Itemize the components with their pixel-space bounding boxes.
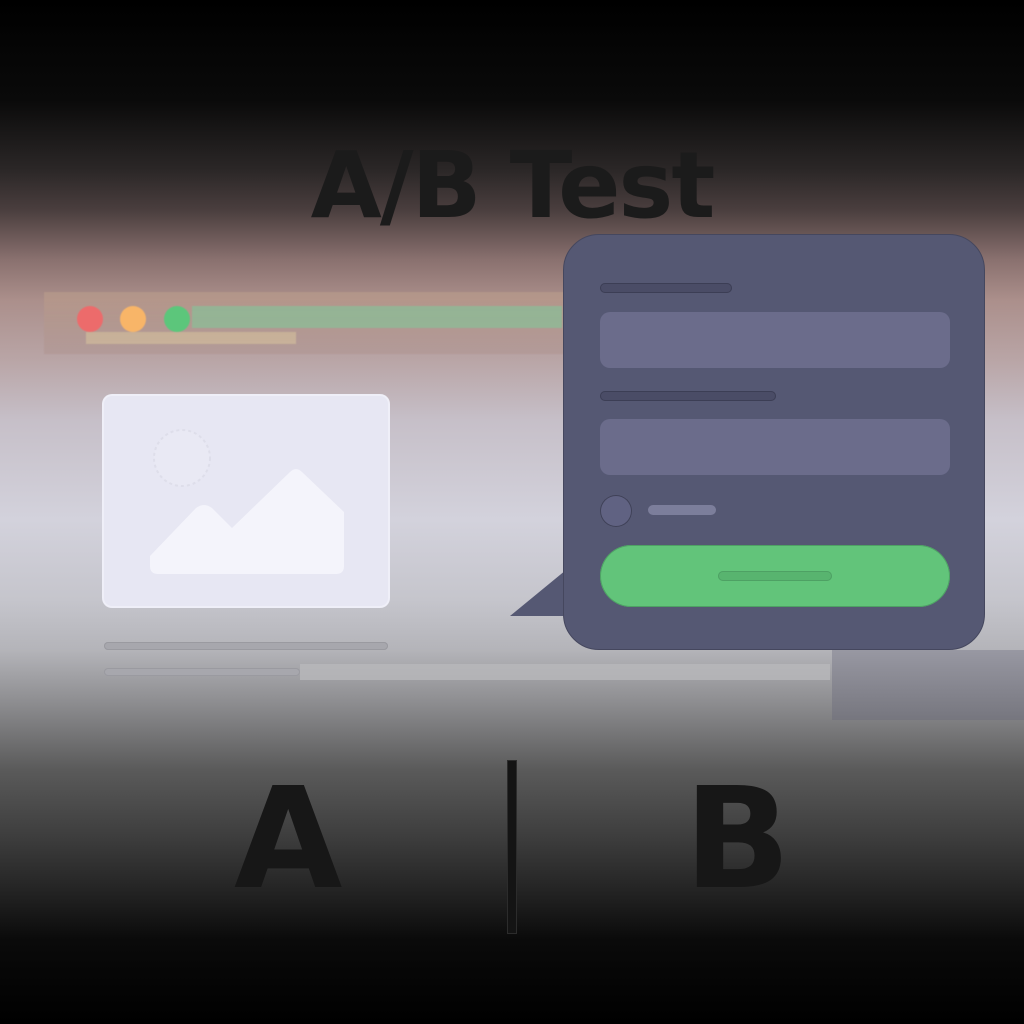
speech-bubble-tail bbox=[510, 570, 566, 616]
radio-label-placeholder bbox=[648, 505, 716, 515]
window-close-icon[interactable] bbox=[77, 306, 103, 332]
address-bar[interactable] bbox=[192, 306, 562, 328]
variant-b-label: B bbox=[684, 758, 791, 921]
radio-button[interactable] bbox=[600, 495, 632, 527]
browser-toolbar bbox=[44, 292, 564, 354]
window-minimize-icon[interactable] bbox=[120, 306, 146, 332]
variant-divider bbox=[507, 760, 517, 934]
variant-a-label: A bbox=[234, 758, 343, 921]
field-label-placeholder bbox=[600, 283, 732, 293]
input-field[interactable] bbox=[600, 312, 950, 368]
submit-label-placeholder bbox=[718, 571, 832, 581]
input-field[interactable] bbox=[600, 419, 950, 475]
text-line-placeholder bbox=[104, 642, 388, 650]
tab-strip-placeholder bbox=[86, 332, 296, 344]
field-label-placeholder bbox=[600, 391, 776, 401]
shadow-block bbox=[832, 650, 1024, 720]
submit-button[interactable] bbox=[600, 545, 950, 607]
window-maximize-icon[interactable] bbox=[164, 306, 190, 332]
image-icon bbox=[150, 429, 344, 574]
form-speech-bubble bbox=[563, 234, 985, 650]
page-title: A/B Test bbox=[310, 131, 716, 239]
image-placeholder bbox=[104, 396, 388, 606]
text-line-placeholder bbox=[104, 668, 300, 676]
text-band-placeholder bbox=[300, 664, 830, 680]
